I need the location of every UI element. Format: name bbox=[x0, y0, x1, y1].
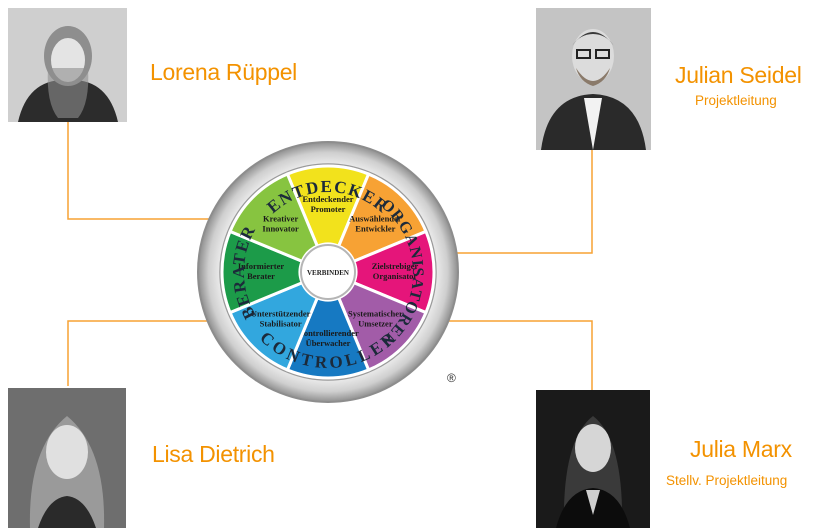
wheel-center bbox=[300, 244, 356, 300]
photo-julia bbox=[536, 390, 650, 528]
photo-lisa bbox=[8, 388, 126, 528]
name-lorena: Lorena Rüppel bbox=[150, 59, 297, 85]
registered-mark: ® bbox=[447, 371, 456, 385]
role-julia: Stellv. Projektleitung bbox=[666, 473, 788, 488]
name-julia: Julia Marx bbox=[690, 436, 792, 462]
name-julian: Julian Seidel bbox=[675, 62, 802, 88]
role-julian: Projektleitung bbox=[695, 93, 777, 108]
photo-julian bbox=[536, 8, 651, 150]
name-lisa: Lisa Dietrich bbox=[152, 441, 275, 467]
photo-lorena bbox=[8, 8, 127, 122]
center-label: VERBINDEN bbox=[307, 269, 349, 277]
